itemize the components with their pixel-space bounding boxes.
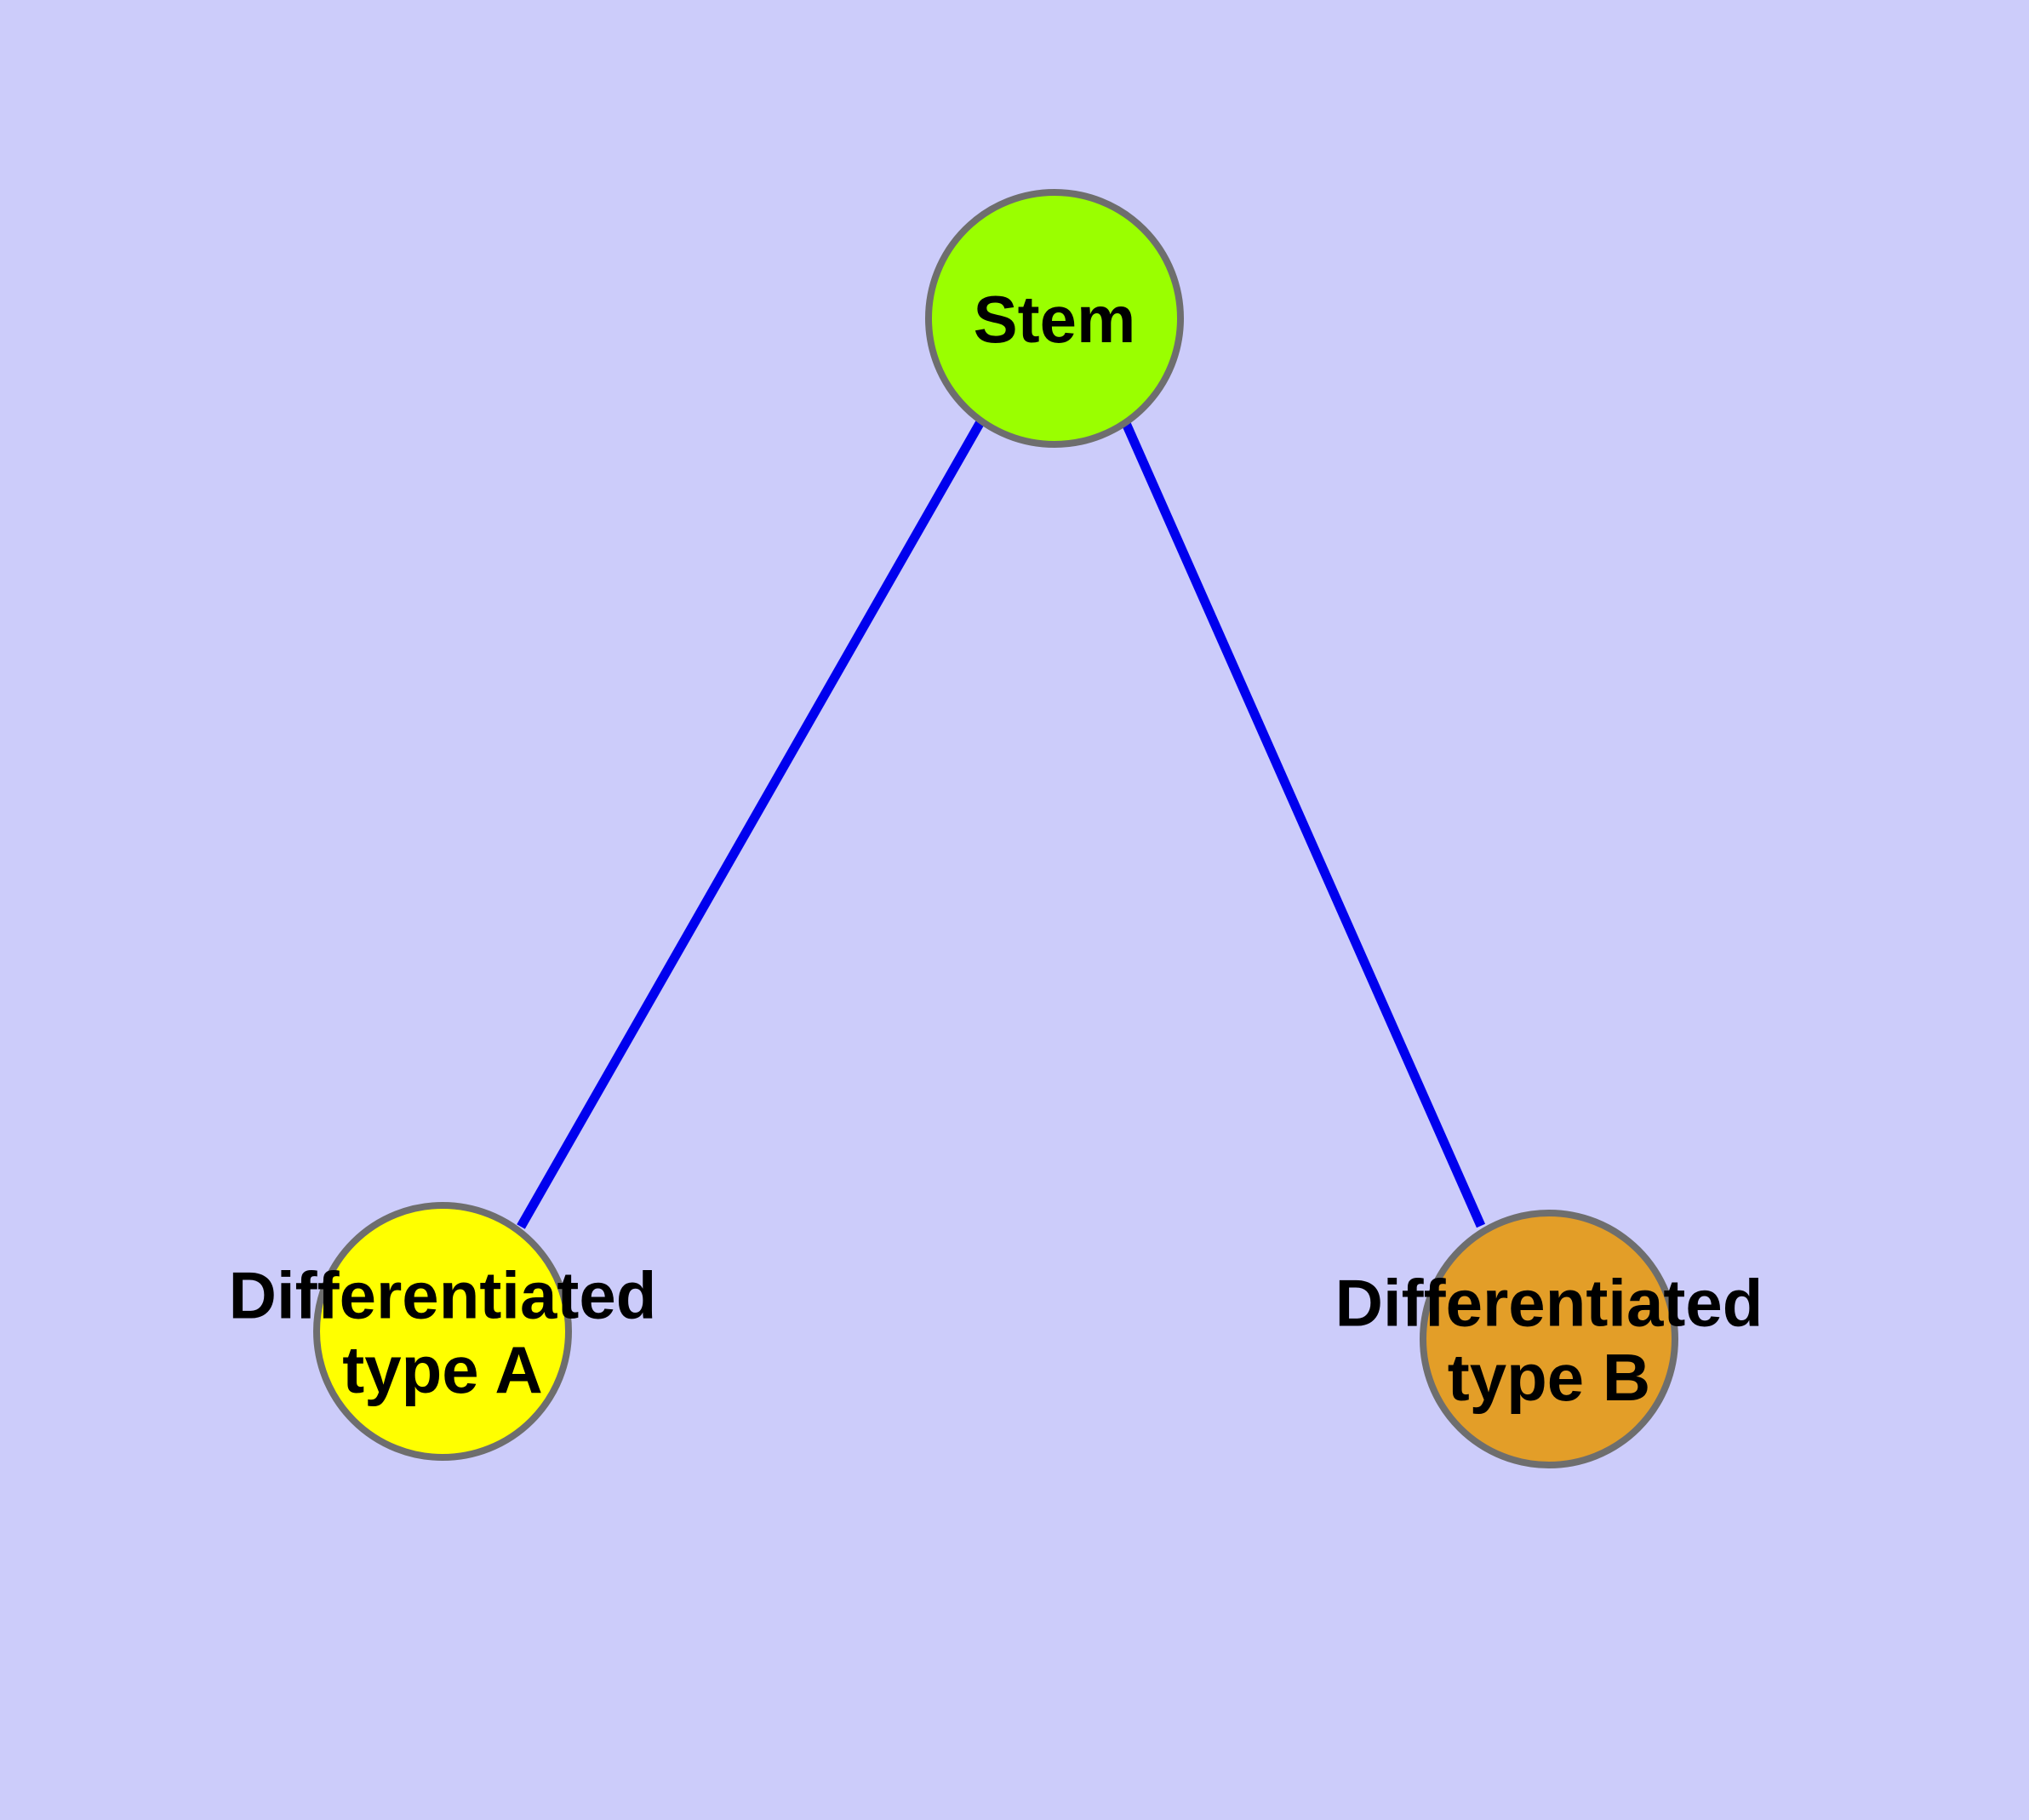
node-differentiated-type-a-label-line-1: Differentiated xyxy=(229,1257,657,1332)
node-differentiated-type-b-label-line-1: Differentiated xyxy=(1335,1265,1763,1340)
edge-stem-to-differentiated-type-a[interactable] xyxy=(517,418,986,1229)
edge-stem-to-differentiated-type-b[interactable] xyxy=(1120,419,1486,1228)
node-differentiated-type-a-label: Differentiated type A xyxy=(229,1257,657,1406)
edges-layer xyxy=(517,418,1486,1229)
node-differentiated-type-a-circle[interactable] xyxy=(313,1202,572,1461)
node-differentiated-type-a[interactable] xyxy=(313,1202,572,1461)
node-differentiated-type-b-label-line-2: type B xyxy=(1448,1340,1650,1415)
node-stem[interactable] xyxy=(925,189,1184,448)
nodes-layer xyxy=(313,189,1678,1468)
node-stem-circle[interactable] xyxy=(925,189,1184,448)
node-differentiated-type-a-label-line-2: type A xyxy=(342,1332,543,1407)
node-stem-label: Stem xyxy=(974,282,1136,357)
node-differentiated-type-b[interactable] xyxy=(1420,1210,1678,1468)
node-differentiated-type-b-circle[interactable] xyxy=(1420,1210,1678,1468)
labels-layer: Stem Differentiated type A Differentiate… xyxy=(229,282,1763,1415)
node-stem-label-line-1: Stem xyxy=(974,282,1136,357)
node-differentiated-type-b-label: Differentiated type B xyxy=(1335,1265,1763,1414)
